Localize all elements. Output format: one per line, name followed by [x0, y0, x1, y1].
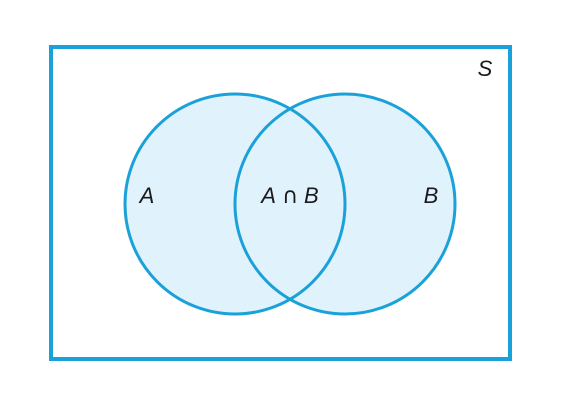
set-b-circle	[233, 92, 457, 316]
intersection-label-left: A	[259, 183, 276, 208]
set-b-label: B	[424, 183, 439, 208]
intersection-label-right: B	[304, 183, 319, 208]
set-a-circle	[123, 92, 347, 316]
set-a-label: A	[138, 183, 155, 208]
universe-label: S	[478, 56, 493, 81]
intersection-symbol: ∩	[282, 184, 298, 209]
intersection-label: A∩B	[259, 183, 318, 209]
